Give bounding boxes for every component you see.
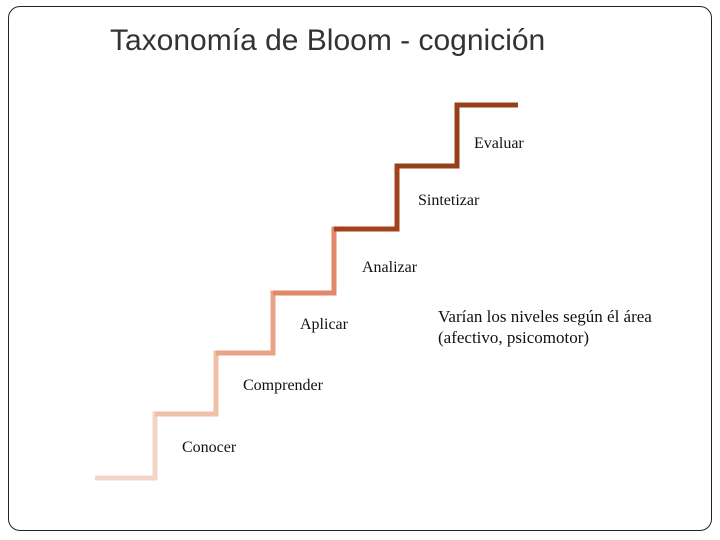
step-label-sintetizar: Sintetizar	[418, 192, 480, 209]
step-label-aplicar: Aplicar	[300, 316, 348, 333]
note-text: Varían los niveles según él área (afecti…	[438, 307, 652, 347]
stair-step-conocer	[95, 411, 158, 481]
stair-step-aplicar	[216, 290, 276, 356]
step-label-conocer: Conocer	[182, 439, 237, 456]
slide-title: Taxonomía de Bloom - cognición	[110, 24, 546, 57]
step-label-comprender: Comprender	[243, 377, 323, 394]
stair-step-comprender	[155, 350, 219, 417]
stair-step-analizar	[273, 226, 337, 296]
stair-step-evaluar	[397, 102, 518, 169]
slide-frame	[8, 6, 712, 531]
step-label-analizar: Analizar	[362, 259, 418, 276]
step-label-evaluar: Evaluar	[474, 135, 524, 152]
stair-step-sintetizar	[334, 163, 400, 232]
